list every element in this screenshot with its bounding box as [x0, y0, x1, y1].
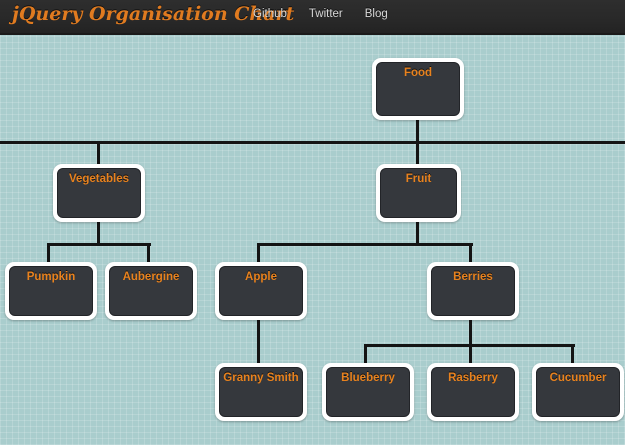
connector-vegetables-stem-up — [97, 141, 100, 164]
connector-fruit-stem-up — [416, 141, 419, 164]
site-header: jQuery Organisation Chart Github Twitter B… — [0, 0, 625, 35]
nav-link-blog[interactable]: Blog — [364, 8, 388, 20]
chart-node-vegetables[interactable]: Vegetables — [53, 164, 145, 222]
main-navigation: Github Twitter Blog — [253, 8, 388, 20]
connector-berries-stem-down — [469, 320, 472, 344]
chart-node-label: Vegetables — [68, 173, 130, 185]
chart-node-berries[interactable]: Berries — [427, 262, 519, 320]
connector-layer — [0, 35, 625, 445]
connector-apple-stem-down — [257, 320, 260, 365]
chart-node-body: Aubergine — [109, 266, 193, 316]
chart-node-body: Blueberry — [326, 367, 410, 417]
chart-node-rasberry[interactable]: Rasberry — [427, 363, 519, 421]
chart-node-apple[interactable]: Apple — [215, 262, 307, 320]
connector-root-spread-bar — [0, 141, 625, 144]
chart-node-label: Fruit — [405, 173, 432, 185]
connector-berries-stem-up — [469, 243, 472, 264]
chart-node-food[interactable]: Food — [372, 58, 464, 120]
nav-link-github[interactable]: Github — [253, 8, 287, 20]
chart-node-label: Aubergine — [122, 271, 180, 283]
chart-node-aubergine[interactable]: Aubergine — [105, 262, 197, 320]
connector-aubergine-stem-up — [147, 243, 150, 264]
chart-node-body: Rasberry — [431, 367, 515, 417]
chart-node-body: Pumpkin — [9, 266, 93, 316]
chart-node-label: Food — [403, 67, 433, 79]
site-title: jQuery Organisation Chart — [12, 3, 295, 25]
connector-cucumber-stem-up — [571, 344, 574, 365]
connector-pumpkin-stem-up — [47, 243, 50, 264]
chart-node-body: Vegetables — [57, 168, 141, 218]
chart-node-label: Rasberry — [448, 372, 498, 384]
chart-node-label: Berries — [453, 271, 493, 283]
chart-node-label: Blueberry — [341, 372, 395, 384]
nav-link-twitter[interactable]: Twitter — [308, 8, 343, 20]
connector-vegetables-stem-down — [97, 222, 100, 243]
connector-apple-stem-up — [257, 243, 260, 264]
chart-node-fruit[interactable]: Fruit — [376, 164, 461, 222]
chart-node-cucumber[interactable]: Cucumber — [532, 363, 624, 421]
connector-fruit-spread-bar — [258, 243, 473, 246]
connector-fruit-stem-down — [416, 222, 419, 243]
chart-node-body: Granny Smith — [219, 367, 303, 417]
chart-node-label: Cucumber — [549, 372, 607, 384]
connector-food-stem-down — [416, 120, 419, 141]
chart-node-body: Berries — [431, 266, 515, 316]
chart-node-body: Food — [376, 62, 460, 116]
chart-node-pumpkin[interactable]: Pumpkin — [5, 262, 97, 320]
chart-node-label: Pumpkin — [26, 271, 76, 283]
chart-node-body: Apple — [219, 266, 303, 316]
chart-node-label: Apple — [245, 271, 277, 283]
connector-blueberry-stem-up — [364, 344, 367, 365]
chart-node-grannysmith[interactable]: Granny Smith — [215, 363, 307, 421]
connector-rasberry-stem-up — [469, 344, 472, 365]
connector-vegetables-spread-bar — [48, 243, 151, 246]
chart-node-label: Granny Smith — [223, 372, 299, 384]
chart-node-body: Cucumber — [536, 367, 620, 417]
chart-node-body: Fruit — [380, 168, 457, 218]
chart-node-blueberry[interactable]: Blueberry — [322, 363, 414, 421]
